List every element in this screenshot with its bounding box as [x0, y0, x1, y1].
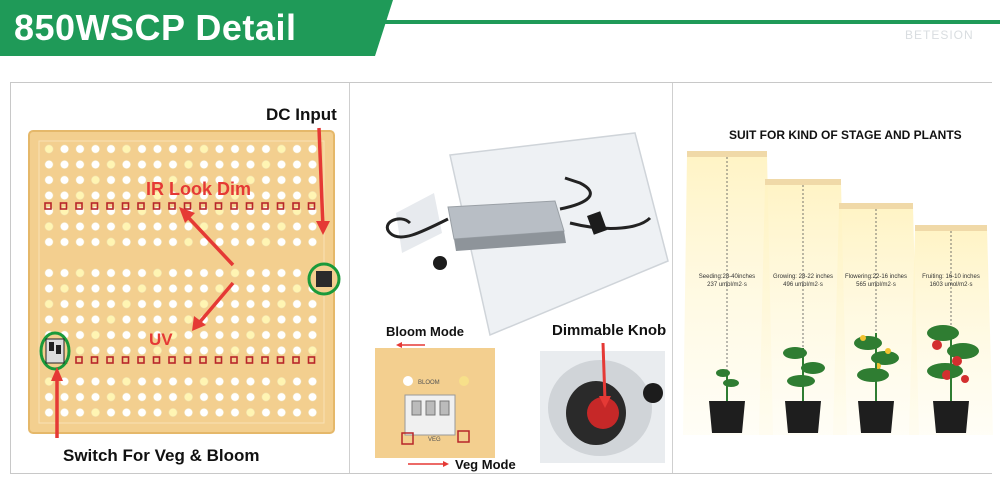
growth-stages-illustration: [683, 151, 993, 435]
panel-growth-stages: SUIT FOR KIND OF STAGE AND PLANTS Seedin…: [673, 83, 993, 473]
dimmable-knob-label: Dimmable Knob: [552, 322, 667, 339]
stage-fruiting-label: Fruiting: 16-10 inches 1603 umol/m2·s: [922, 274, 980, 288]
veg-mode-label: Veg Mode: [455, 457, 516, 472]
switch-veg-bloom-label: Switch For Veg & Bloom: [63, 446, 260, 465]
header-rule: [380, 20, 1000, 24]
driver-illustration: BLOOM VEG: [375, 132, 669, 467]
dc-input-label: DC Input: [266, 105, 337, 124]
brand-watermark: BETESION: [905, 28, 974, 42]
page-title: 850WSCP Detail: [14, 7, 297, 48]
stage-flowering-label: Flowering:22-16 inches 565 umol/m2·s: [844, 274, 908, 288]
bloom-mode-label: Bloom Mode: [386, 324, 464, 339]
stage-seeding-label: Seeding:28-40inches 237 umol/m2·s: [698, 274, 756, 288]
uv-label: UV: [149, 330, 173, 349]
panel-separator-1: [349, 83, 350, 473]
stage-title: SUIT FOR KIND OF STAGE AND PLANTS: [729, 128, 962, 142]
header-bar: 850WSCP Detail: [0, 0, 393, 56]
panel-led-board: DC Input IR Look Dim UV Switch For Veg &…: [11, 83, 349, 473]
switch-veg-text: VEG: [428, 437, 441, 443]
panel-separator-2: [672, 83, 673, 473]
detail-frame: DC Input IR Look Dim UV Switch For Veg &…: [10, 82, 993, 474]
stage-growing-label: Growing: 28-22 inches 496 umol/m2·s: [772, 274, 834, 288]
led-board-illustration: [28, 127, 341, 438]
panel-driver: BLOOM VEG Bloom Mode Dimmable Knob Veg M…: [350, 83, 672, 473]
ir-look-dim-label: IR Look Dim: [146, 179, 252, 199]
switch-bloom-text: BLOOM: [418, 380, 440, 386]
